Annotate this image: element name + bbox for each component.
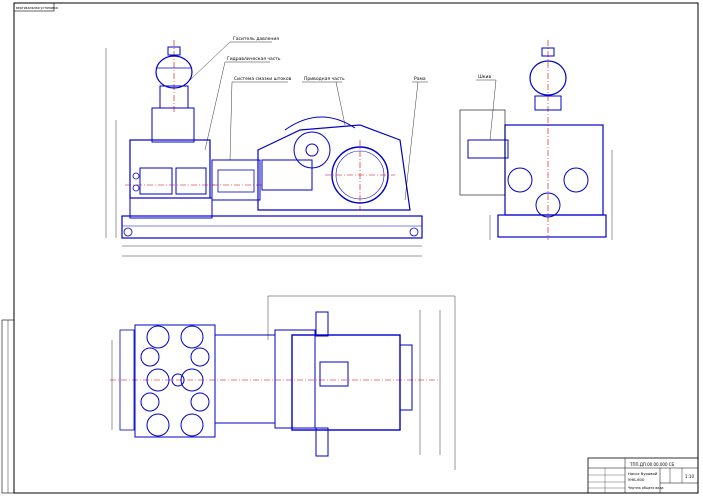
drawing-name-line1: Насос буровой — [628, 471, 658, 476]
callout-pressure-compensator: Гаситель давления — [233, 36, 279, 42]
drawing-scale: 1:10 — [685, 474, 694, 479]
sheet-border — [13, 2, 699, 494]
side-view: Гаситель давления Гидравлическая часть С… — [105, 36, 428, 257]
valve-covers — [140, 325, 210, 437]
frame-drawing — [121, 215, 423, 239]
callout-hydraulic-part: Гидравлическая часть — [227, 56, 281, 62]
callout-rod-seal-system: Система смазки штоков — [234, 76, 292, 82]
end-view: Шкив — [459, 40, 613, 240]
drive-part-drawing — [257, 116, 411, 211]
hydraulic-part-drawing — [125, 139, 215, 219]
pressure-compensator-drawing — [151, 40, 195, 143]
doc-code: ТПП.ДП.00.00.000 СБ — [629, 462, 675, 467]
side-view-dimensions — [105, 48, 422, 257]
plan-view — [110, 295, 456, 470]
corner-stamp-text: вертикальная установка — [16, 6, 58, 10]
rod-seal-drawing — [211, 159, 262, 201]
callout-drive-part: Приводная часть — [304, 76, 345, 82]
corner-stamp: вертикальная установка — [13, 2, 58, 12]
title-block: ТПП.ДП.00.00.000 СБ Насос буровой УНБ-60… — [587, 457, 699, 494]
drawing-name-line2: УНБ-600 — [628, 477, 645, 482]
side-view-leaders — [189, 41, 428, 201]
drawing-name-line3: Чертеж общего вида — [628, 486, 664, 490]
callout-pulley: Шкив — [478, 74, 491, 80]
callout-frame: Рама — [414, 76, 426, 82]
